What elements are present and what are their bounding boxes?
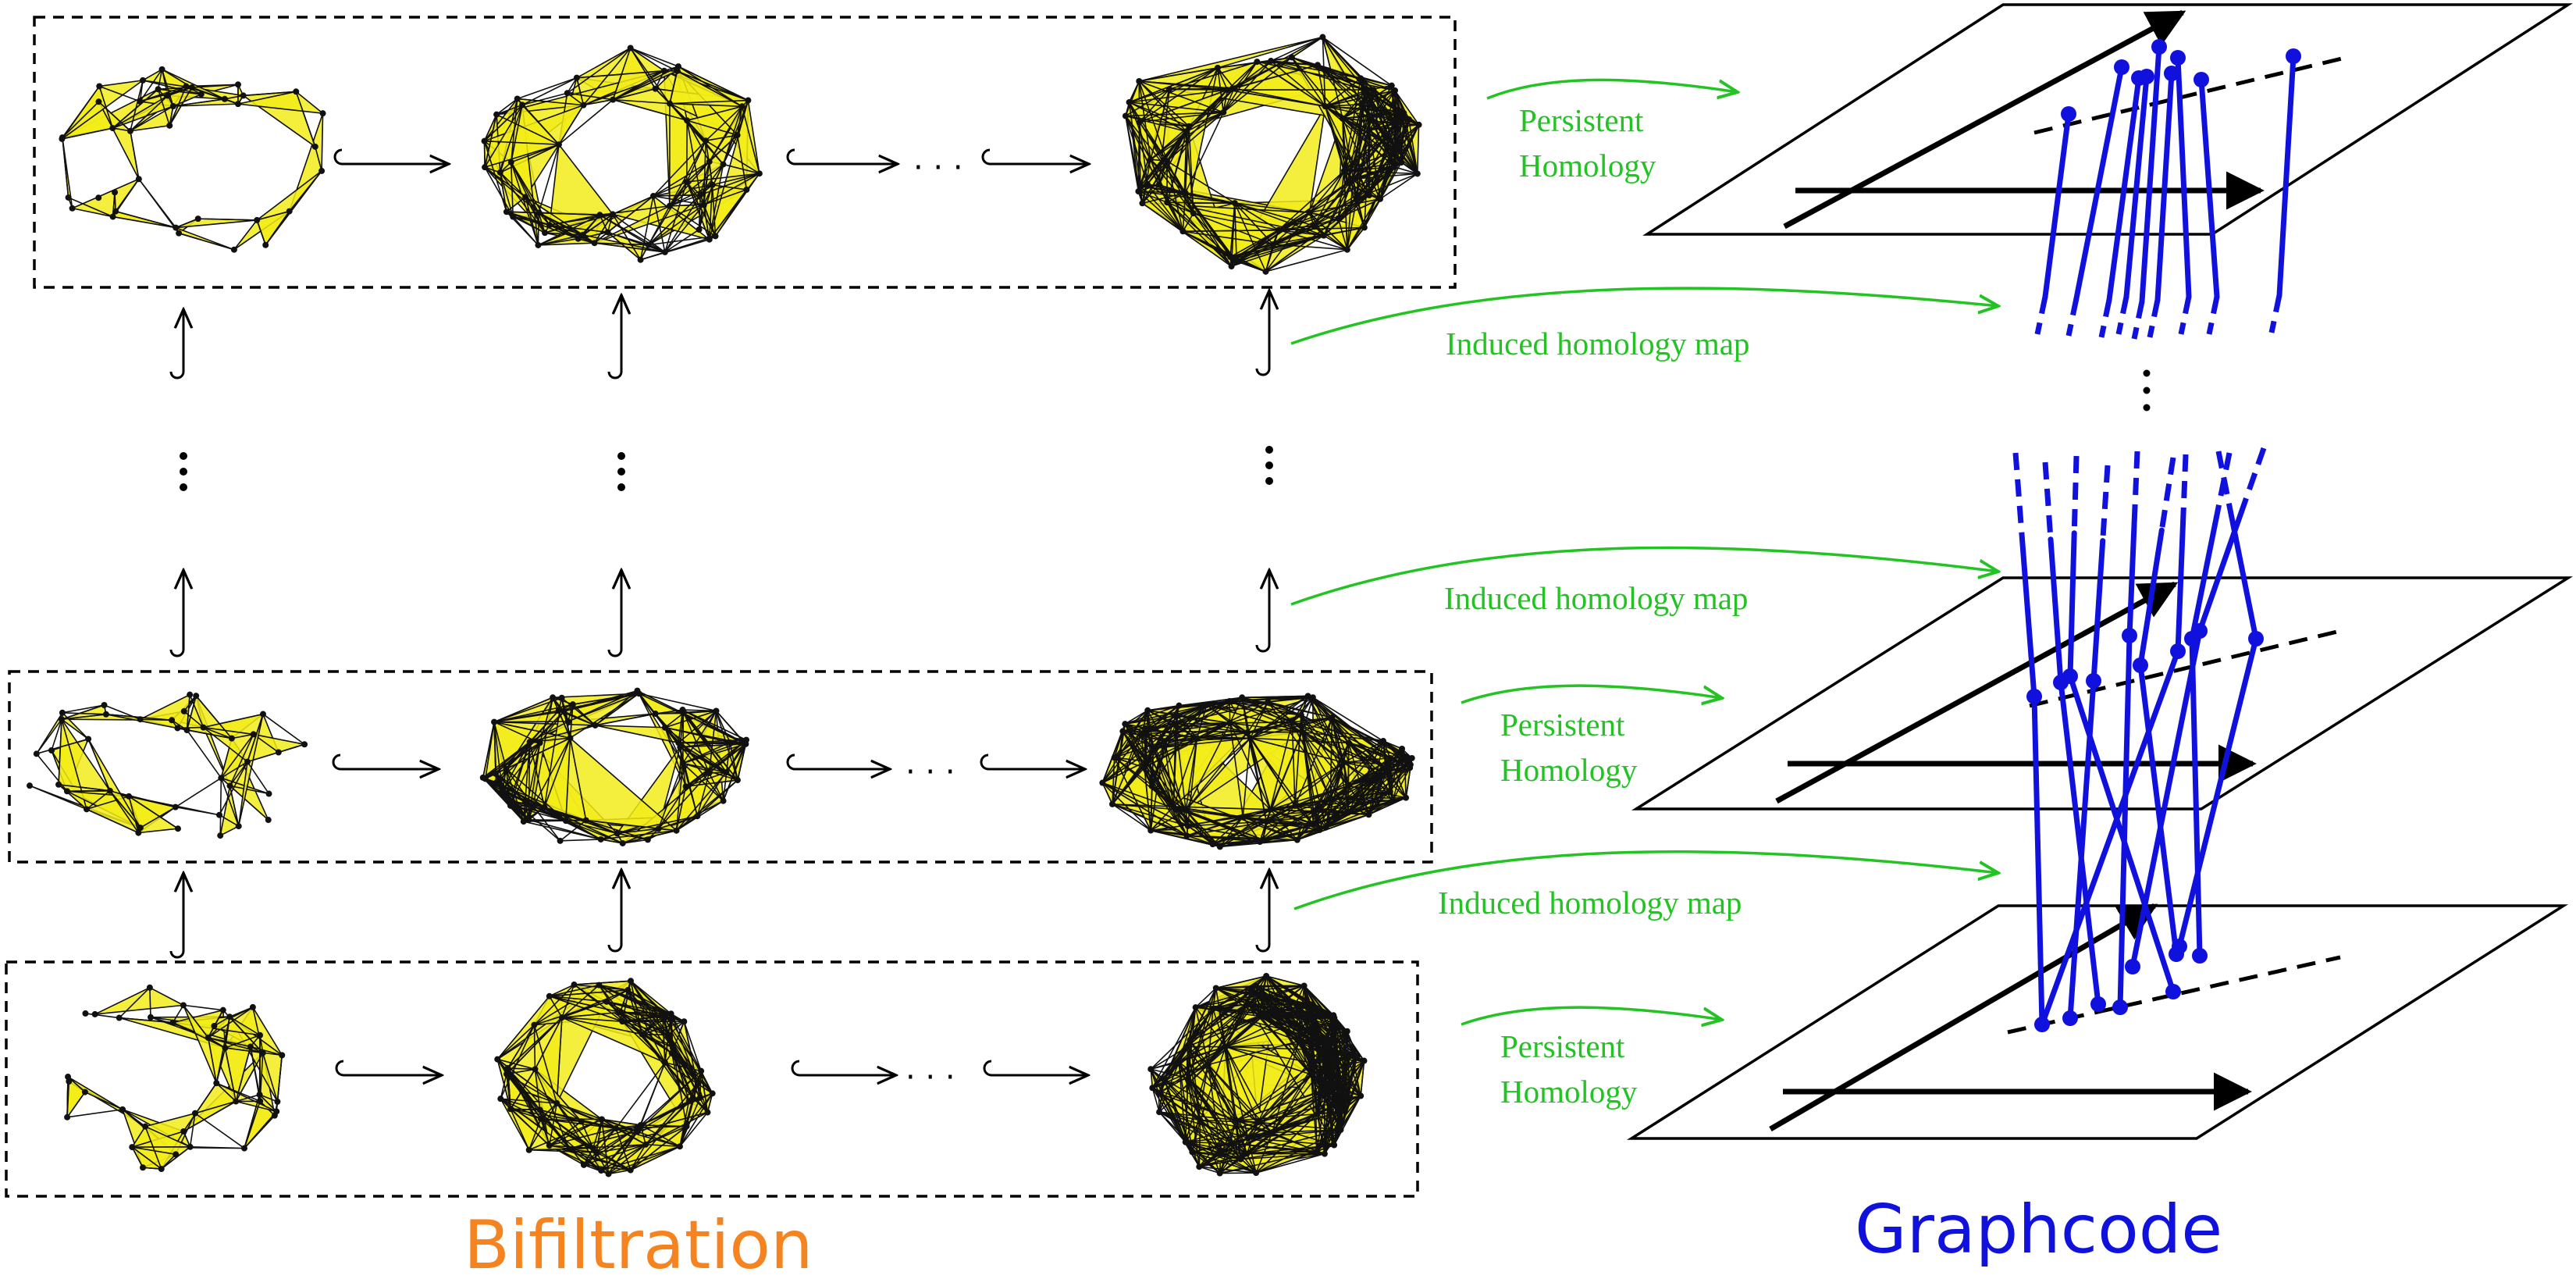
plane-bottom [1626,904,2569,1140]
filtration-row-bottom [5,960,1419,1198]
induced-label-2: Induced homology map [1444,580,1748,616]
graphcode-vertex [2172,939,2187,954]
graphcode-vertex [2151,39,2167,55]
graphcode-vertex [2194,72,2209,87]
filtration-row-middle [8,670,1433,864]
induced-arrow-2 [1290,546,1998,606]
induced-label-3: Induced homology map [1438,885,1742,921]
graphcode-vertex [2164,66,2179,81]
varrow-col1-c [169,873,183,959]
plane-top [1642,3,2573,236]
graphcode-vertex [2114,59,2129,75]
varrow-col1-a [169,309,183,379]
persistent-label-top-1: Persistent [1519,102,1644,138]
arrow-top-3 [981,148,1089,164]
graphcode-vertex [2062,1010,2078,1026]
persistent-label-middle-2: Homology [1500,752,1638,788]
graphcode-vertex [2125,959,2140,974]
varrow-col3-b [1255,570,1269,653]
persistent-label-middle-1: Persistent [1500,707,1625,743]
graphcode-vertex [2192,948,2208,964]
graphcode-vertex [2090,996,2106,1012]
inclusion-arrows-vertical [169,290,1269,959]
graphcode-layer-bottom [1626,903,2569,1140]
varrow-col2-c [607,870,621,953]
arrow-top-2 [786,148,898,164]
graphcode-vertex [2165,984,2181,999]
varrow-col1-b [169,570,183,657]
graphcode-vertex [2061,106,2076,122]
filtration-row-top [33,16,1457,289]
arrow-middle-1 [332,754,439,769]
varrow-col3-a [1255,290,1269,376]
graphcode-vertex [2122,628,2137,643]
arrow-middle-3 [980,754,1085,769]
graphcode-vertex [2062,668,2078,684]
induced-arrow-3 [1293,850,1998,910]
arrow-bottom-3 [983,1060,1088,1075]
varrow-col2-b [607,570,621,657]
graphcode-vertex [2139,69,2154,84]
complex-middle-2 [479,687,750,846]
complex-middle-1 [27,691,308,839]
complex-bottom-2 [494,978,716,1177]
hdots-top: · · · [913,150,963,186]
graphcode-title: Graphcode [1855,1191,2222,1269]
graphcode-vertex [2170,50,2186,66]
graphcode-graph [2012,39,2301,1032]
varrow-col3-c [1255,870,1269,953]
graphcode-layer-top [1642,3,2573,236]
arrow-bottom-2 [791,1060,896,1075]
complex-top-2 [481,45,763,263]
persistent-arrow-middle [1461,684,1722,703]
complex-bottom-1 [64,984,286,1173]
graphcode-vertex [2248,631,2264,647]
complex-top-1 [59,66,326,253]
complex-middle-3 [1099,693,1415,850]
persistent-arrow-top [1486,78,1738,100]
complex-top-3 [1122,34,1422,275]
graphcode-vertex [2133,657,2148,673]
graphcode-vertex [2192,623,2208,639]
persistent-label-top-2: Homology [1519,148,1656,183]
vdots-columns [180,446,1273,491]
induced-arrow-1 [1290,287,1998,345]
arrow-middle-2 [786,754,890,769]
complex-bottom-3 [1147,972,1368,1177]
simplicial-complexes [27,34,1422,1177]
arrow-bottom-1 [335,1060,442,1075]
graphcode-vdots [2143,369,2151,411]
hdots-bottom: · · · [906,1060,955,1096]
induced-label-1: Induced homology map [1446,326,1749,362]
graphcode-vertex [2170,643,2186,659]
arrow-top-1 [333,148,449,164]
persistent-label-bottom-1: Persistent [1500,1028,1625,1064]
graphcode-vertex [2034,1017,2050,1032]
inclusion-arrows-horizontal [332,148,1089,1075]
graphcode-vertex [2086,673,2101,689]
bifiltration-title: Bifiltration [464,1206,813,1279]
graphcode-vertex [2026,689,2042,704]
graphcode-vertex [2112,999,2128,1015]
persistent-arrow-bottom [1461,1006,1722,1024]
persistent-label-bottom-2: Homology [1500,1074,1638,1110]
hdots-middle: · · · [906,754,955,790]
varrow-col2-a [607,295,621,379]
graphcode-vertex [2286,48,2301,64]
